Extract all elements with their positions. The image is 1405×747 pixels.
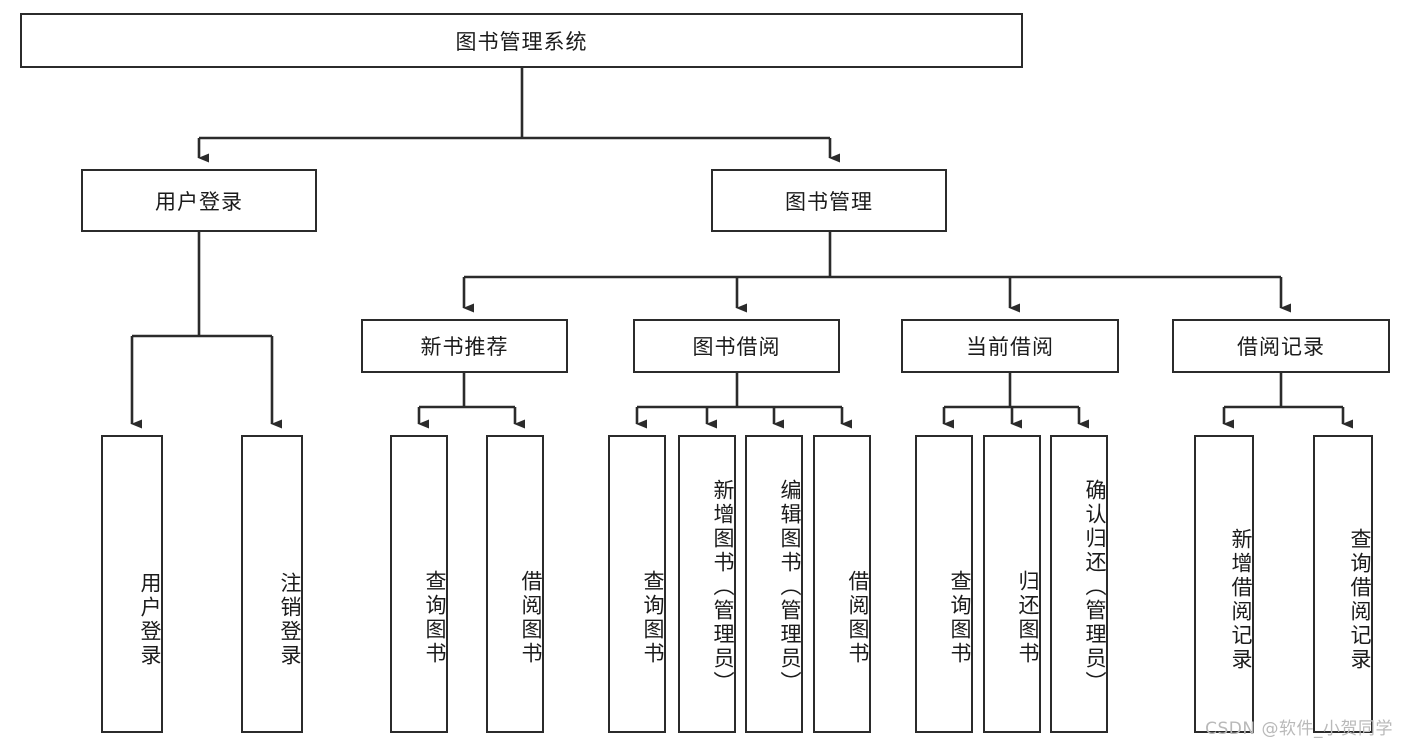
- leaf-edit-book-admin[interactable]: 编辑图书（管理员）: [745, 435, 803, 733]
- leaf-confirm-return-admin[interactable]: 确认归还（管理员）: [1050, 435, 1108, 733]
- node-borrow-record[interactable]: 借阅记录: [1172, 319, 1390, 373]
- node-new-book-recommend[interactable]: 新书推荐: [361, 319, 568, 373]
- leaf-query-borrow-record[interactable]: 查询借阅记录: [1313, 435, 1373, 733]
- leaf-add-borrow-record[interactable]: 新增借阅记录: [1194, 435, 1254, 733]
- leaf-borrow-book[interactable]: 借阅图书: [813, 435, 871, 733]
- node-current-borrow[interactable]: 当前借阅: [901, 319, 1119, 373]
- node-user-login[interactable]: 用户登录: [81, 169, 317, 232]
- leaf-query-book-current[interactable]: 查询图书: [915, 435, 973, 733]
- leaf-borrow-book-recommend[interactable]: 借阅图书: [486, 435, 544, 733]
- node-root[interactable]: 图书管理系统: [20, 13, 1023, 68]
- leaf-query-book-recommend[interactable]: 查询图书: [390, 435, 448, 733]
- leaf-logout[interactable]: 注销登录: [241, 435, 303, 733]
- leaf-add-book-admin[interactable]: 新增图书（管理员）: [678, 435, 736, 733]
- watermark-text: CSDN @软件_小贺同学: [1205, 719, 1393, 739]
- leaf-query-book-borrow[interactable]: 查询图书: [608, 435, 666, 733]
- node-book-borrow[interactable]: 图书借阅: [633, 319, 840, 373]
- leaf-user-login[interactable]: 用户登录: [101, 435, 163, 733]
- node-book-management[interactable]: 图书管理: [711, 169, 947, 232]
- leaf-return-book[interactable]: 归还图书: [983, 435, 1041, 733]
